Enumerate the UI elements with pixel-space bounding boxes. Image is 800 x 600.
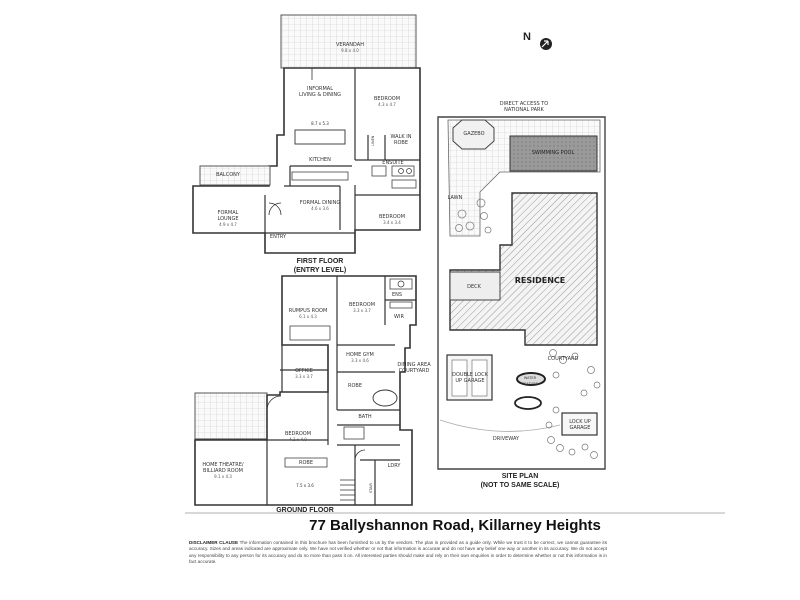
room-bedroom-first-a-size: 4.3 x 4.7: [378, 102, 396, 107]
room-verandah: VERANDAH 9.8 x 4.0: [330, 42, 370, 54]
room-ensuite: ENSUITE: [382, 160, 404, 166]
site-plan-shrubs: [455, 198, 601, 459]
room-informal-living-size: 8.7 x 5.3: [311, 121, 329, 126]
room-bedroom-ground-c-name: BEDROOM: [348, 302, 376, 308]
room-bedroom-first-b-name: BEDROOM: [378, 214, 406, 220]
site-lockup-garage: LOCK UP GARAGE: [569, 419, 591, 431]
room-verandah-size: 9.8 x 4.0: [341, 48, 359, 53]
site-driveway: DRIVEWAY: [492, 436, 520, 442]
heading-site-plan-line1: SITE PLAN: [501, 473, 539, 480]
room-bedroom-first-b-size: 3.4 x 3.4: [383, 220, 401, 225]
room-dining-area-courtyard: DINING AREA COURTYARD: [397, 362, 431, 374]
room-home-gym-name: HOME GYM: [346, 352, 374, 358]
room-balcony: BALCONY: [216, 172, 240, 178]
room-bedroom-ground-d: BEDROOM 4.1 x 4.0: [278, 431, 318, 443]
room-bedroom-first-a-name: BEDROOM: [373, 96, 401, 102]
site-direct-access: DIRECT ACCESS TO NATIONAL PARK: [499, 101, 549, 113]
room-rumpus-size: 6.1 x 4.3: [299, 314, 317, 319]
room-bedroom-ground-d-name: BEDROOM: [284, 431, 312, 437]
site-water-feature: WATER FEATURE: [522, 376, 538, 386]
room-home-gym: HOME GYM 3.3 x 4.6: [340, 352, 380, 364]
property-address: 77 Ballyshannon Road, Killarney Heights: [309, 517, 601, 534]
room-formal-dining-size: 4.6 x 3.6: [311, 206, 329, 211]
site-double-garage: DOUBLE LOCK UP GARAGE: [452, 372, 488, 384]
site-gazebo: GAZEBO: [463, 131, 485, 137]
ground-floor-plan: [194, 275, 417, 506]
disclaimer-clause: DISCLAIMER CLAUSE The information contai…: [189, 540, 607, 565]
room-informal-living: INFORMAL LIVING & DINING: [298, 86, 342, 98]
site-deck: DECK: [467, 284, 481, 290]
room-office: OFFICE 3.3 x 3.7: [286, 368, 322, 380]
room-theatre-size-secondary: 7.5 x 3.6: [296, 483, 314, 488]
room-informal-living-name: INFORMAL LIVING & DINING: [298, 86, 341, 98]
room-bedroom-ground-c: BEDROOM 3.3 x 3.7: [342, 302, 382, 314]
room-bath: BATH: [358, 414, 372, 420]
north-letter: N: [523, 31, 531, 43]
room-formal-lounge-size: 4.9 x 4.7: [219, 222, 237, 227]
room-formal-lounge-name: FORMAL LOUNGE: [217, 210, 239, 222]
room-home-gym-size: 3.3 x 4.6: [351, 358, 369, 363]
room-verandah-name: VERANDAH: [336, 42, 364, 48]
room-robe-bedroom: ROBE: [299, 460, 313, 466]
heading-ground-floor: GROUND FLOOR: [276, 507, 334, 514]
room-home-theatre: HOME THEATRE/ BILLIARD ROOM 9.1 x 4.3: [201, 462, 245, 480]
room-walk-in-robe: WALK IN ROBE: [390, 134, 412, 146]
heading-site-plan-line2: (NOT TO SAME SCALE): [480, 482, 560, 489]
heading-site-plan: SITE PLAN (NOT TO SAME SCALE): [460, 472, 580, 490]
room-home-theatre-size: 9.1 x 4.3: [214, 474, 232, 479]
heading-first-floor-line2: (ENTRY LEVEL): [293, 267, 347, 274]
first-floor-plan: [192, 14, 421, 254]
site-courtyard: COURTYARD: [547, 356, 579, 362]
disclaimer-title: DISCLAIMER CLAUSE: [189, 540, 239, 545]
heading-first-floor: FIRST FLOOR (ENTRY LEVEL): [285, 257, 355, 275]
site-plan: [437, 116, 606, 470]
room-rumpus-name: RUMPUS ROOM: [288, 308, 328, 314]
room-office-size: 3.3 x 3.7: [295, 374, 313, 379]
room-formal-lounge: FORMAL LOUNGE 4.9 x 4.7: [208, 210, 248, 228]
heading-first-floor-line1: FIRST FLOOR: [296, 258, 344, 265]
room-rumpus: RUMPUS ROOM 6.1 x 4.3: [288, 308, 328, 320]
room-wir: WIR: [394, 314, 404, 320]
room-bedroom-first-a: BEDROOM 4.3 x 4.7: [362, 96, 412, 108]
site-swimming-pool: SWIMMING POOL: [531, 150, 575, 156]
room-robe-hall: ROBE: [348, 383, 362, 389]
room-entry: ENTRY: [269, 234, 287, 240]
room-bedroom-ground-c-size: 3.3 x 3.7: [353, 308, 371, 313]
room-office-name: OFFICE: [295, 368, 313, 374]
north-arrow-icon: [540, 38, 552, 50]
disclaimer-text: The information contained in this brochu…: [189, 540, 607, 564]
room-home-theatre-name: HOME THEATRE/ BILLIARD ROOM: [202, 462, 244, 474]
site-lawn: LAWN: [447, 195, 463, 201]
room-formal-dining-name: FORMAL DINING: [299, 200, 341, 206]
room-formal-dining: FORMAL DINING 4.6 x 3.6: [298, 200, 342, 212]
room-laundry: LDRY: [387, 463, 401, 469]
room-bedroom-ground-d-size: 4.1 x 4.0: [289, 437, 307, 442]
room-ens: ENS: [391, 292, 403, 298]
site-residence: RESIDENCE: [514, 276, 566, 285]
room-kitchen: KITCHEN: [309, 157, 331, 163]
room-bedroom-first-b: BEDROOM 3.4 x 3.4: [372, 214, 412, 226]
room-stair: STAIR: [369, 483, 373, 493]
room-linen: LINEN: [371, 135, 375, 146]
